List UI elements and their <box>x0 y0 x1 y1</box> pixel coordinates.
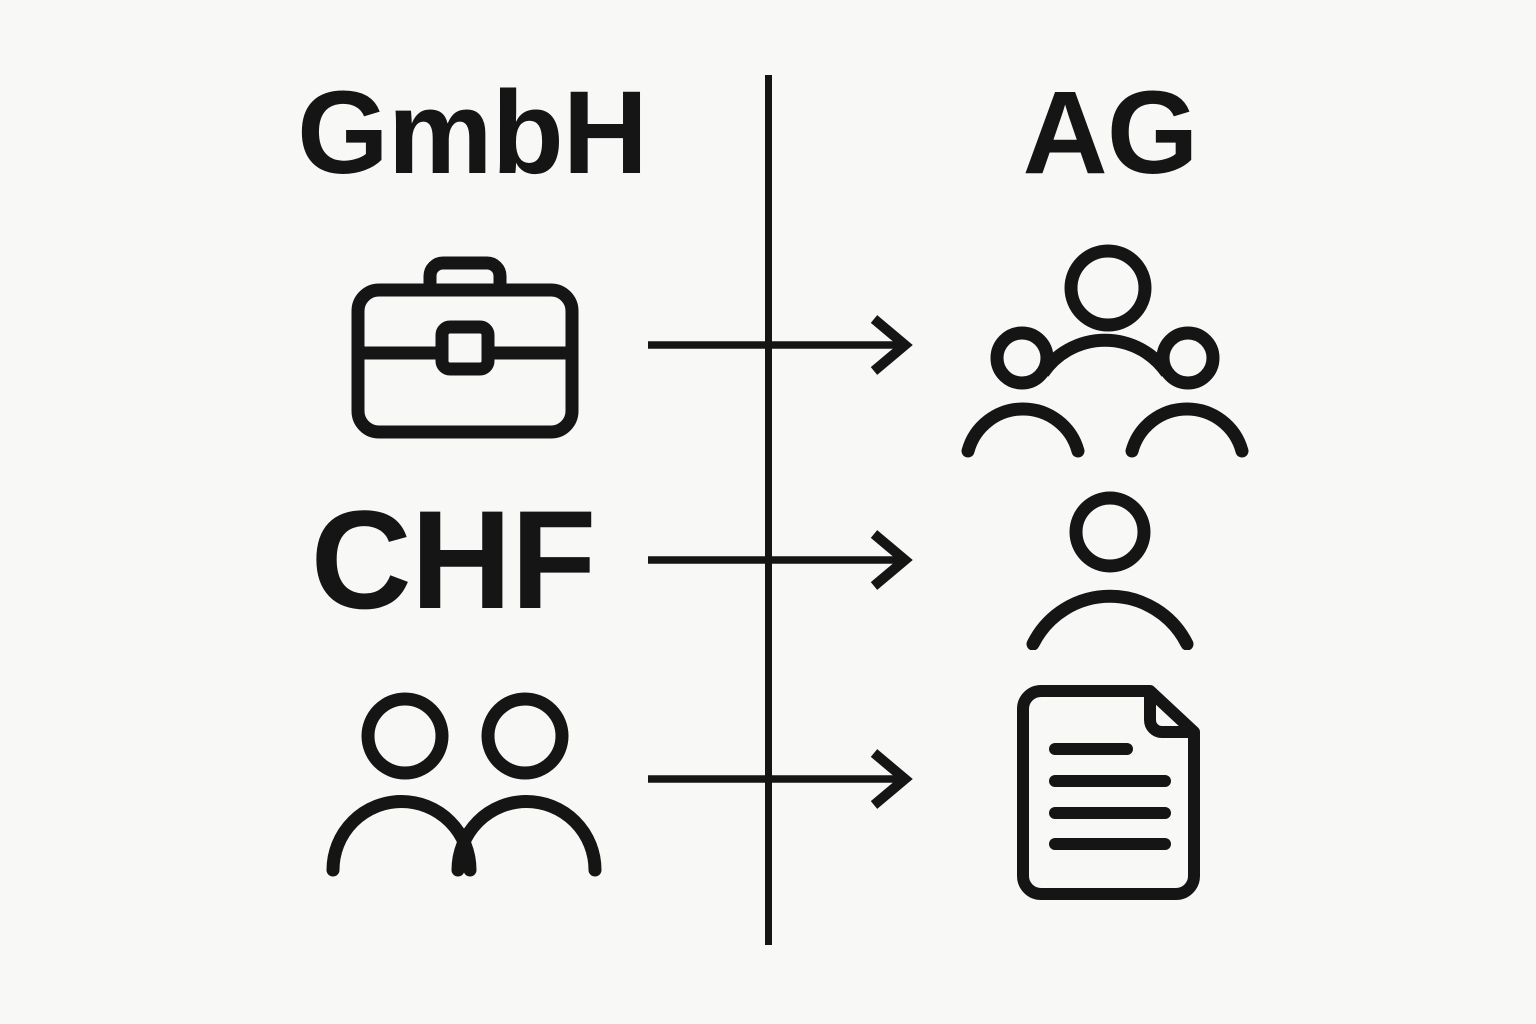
chf-text: CHF <box>253 485 653 635</box>
ag-title: AG <box>1022 67 1199 199</box>
right-column-title: AG <box>960 63 1260 203</box>
vertical-divider-line <box>765 75 772 945</box>
left-column-title: GmbH <box>272 63 672 203</box>
two-people-icon <box>325 692 603 880</box>
single-person-icon <box>1025 490 1195 650</box>
arrow-right-icon <box>645 528 913 592</box>
document-icon <box>1017 685 1200 900</box>
chf-label: CHF <box>310 481 597 638</box>
arrow-right-icon <box>645 747 913 811</box>
gmbh-title: GmbH <box>297 67 648 199</box>
arrow-right-icon <box>645 313 913 377</box>
briefcase-icon <box>350 230 580 440</box>
group-of-three-people-icon <box>960 243 1250 458</box>
